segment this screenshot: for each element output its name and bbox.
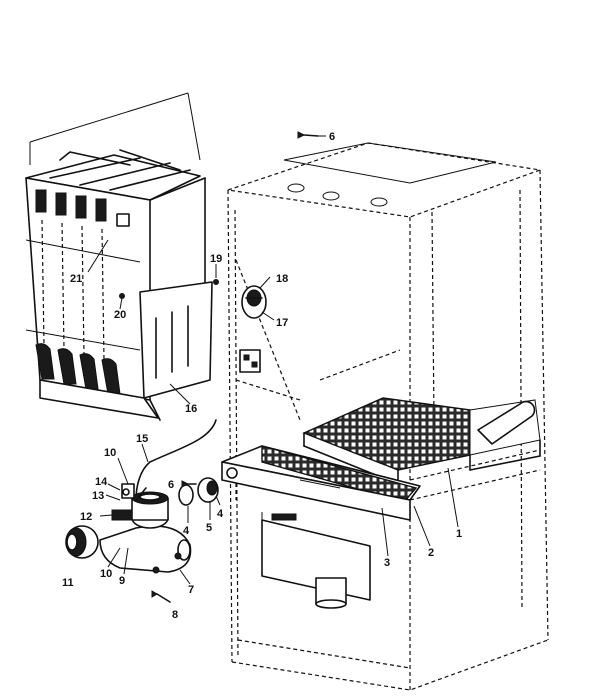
heat-exchanger xyxy=(25,92,213,421)
callout-4: 4 xyxy=(217,508,224,520)
callout-3: 3 xyxy=(384,557,390,569)
callout-5: 5 xyxy=(206,522,212,534)
callout-8: 8 xyxy=(172,609,178,621)
pressure-switch-parts xyxy=(111,483,147,521)
callout-20: 20 xyxy=(114,309,126,321)
callout-16: 16 xyxy=(185,403,197,415)
callout-labels: 1 2 3 4 4 5 6 6 7 8 9 10 10 11 12 13 14 … xyxy=(62,131,462,621)
callout-19: 19 xyxy=(210,253,222,265)
callout-18: 18 xyxy=(276,273,288,285)
callout-1: 1 xyxy=(456,528,462,540)
gas-valve xyxy=(261,512,371,609)
flue-pipe xyxy=(135,419,217,501)
callout-21: 21 xyxy=(70,273,82,285)
callout-14: 14 xyxy=(95,476,108,488)
callout-11: 11 xyxy=(62,577,74,589)
callout-6: 6 xyxy=(168,479,174,491)
callout-15: 15 xyxy=(136,433,148,445)
limit-control xyxy=(239,285,267,373)
callout-10: 10 xyxy=(100,568,112,580)
inducer-inlet-collar xyxy=(65,525,99,559)
callout-4: 4 xyxy=(183,525,190,537)
callout-9: 9 xyxy=(119,575,125,587)
screws xyxy=(119,131,319,603)
callout-12: 12 xyxy=(80,511,92,523)
callout-6: 6 xyxy=(329,131,335,143)
callout-13: 13 xyxy=(92,490,104,502)
callout-7: 7 xyxy=(188,584,194,596)
callout-2: 2 xyxy=(428,547,434,559)
callout-10: 10 xyxy=(104,447,116,459)
inducer-blower xyxy=(99,491,192,574)
front-rail-panel xyxy=(221,445,421,521)
callout-17: 17 xyxy=(276,317,288,329)
leader-lines xyxy=(87,135,459,585)
